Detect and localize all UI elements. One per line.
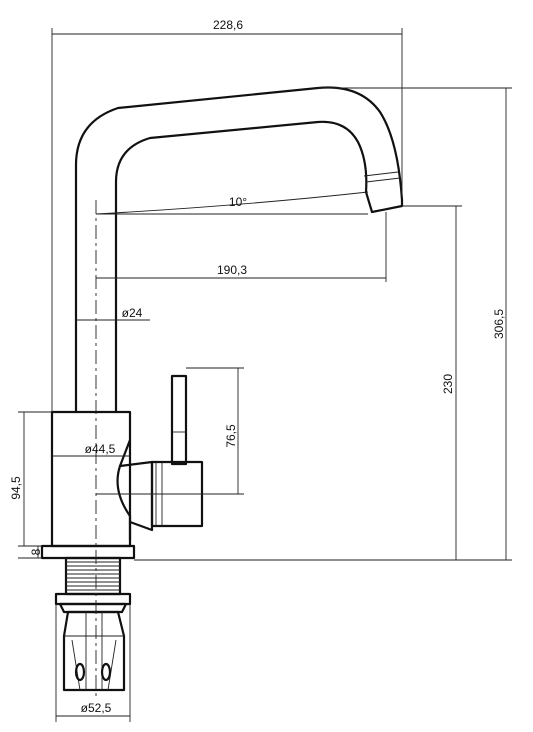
dim-overall-width: 228,6 bbox=[51, 18, 403, 412]
dim-overall-height: 306,5 bbox=[318, 87, 512, 560]
dim-spout-reach: 190,3 bbox=[96, 212, 387, 282]
dim-spout-angle: 10° bbox=[95, 191, 369, 215]
label-overall-width: 228,6 bbox=[213, 18, 243, 32]
dim-spout-diameter: ø24 bbox=[76, 306, 150, 321]
dim-base-height: 8 bbox=[18, 546, 43, 559]
label-spout-angle: 10° bbox=[229, 195, 247, 209]
label-base-diameter: ø52,5 bbox=[81, 701, 112, 715]
dim-body-diameter: ø44,5 bbox=[52, 442, 130, 457]
label-spout-diameter: ø24 bbox=[122, 306, 143, 320]
label-spout-height: 230 bbox=[441, 374, 455, 394]
thread-lines bbox=[66, 561, 120, 591]
dim-body-height: 94,5 bbox=[9, 411, 52, 547]
label-base-height: 8 bbox=[29, 548, 43, 555]
label-lever-height: 76,5 bbox=[224, 424, 238, 448]
label-overall-height: 306,5 bbox=[492, 309, 506, 339]
label-body-diameter: ø44,5 bbox=[85, 442, 116, 456]
dim-spout-height: 230 bbox=[402, 205, 462, 560]
label-spout-reach: 190,3 bbox=[217, 263, 247, 277]
dim-base-diameter: ø52,5 bbox=[55, 604, 131, 722]
label-body-height: 94,5 bbox=[9, 476, 23, 500]
dim-lever-height: 76,5 bbox=[96, 367, 244, 495]
